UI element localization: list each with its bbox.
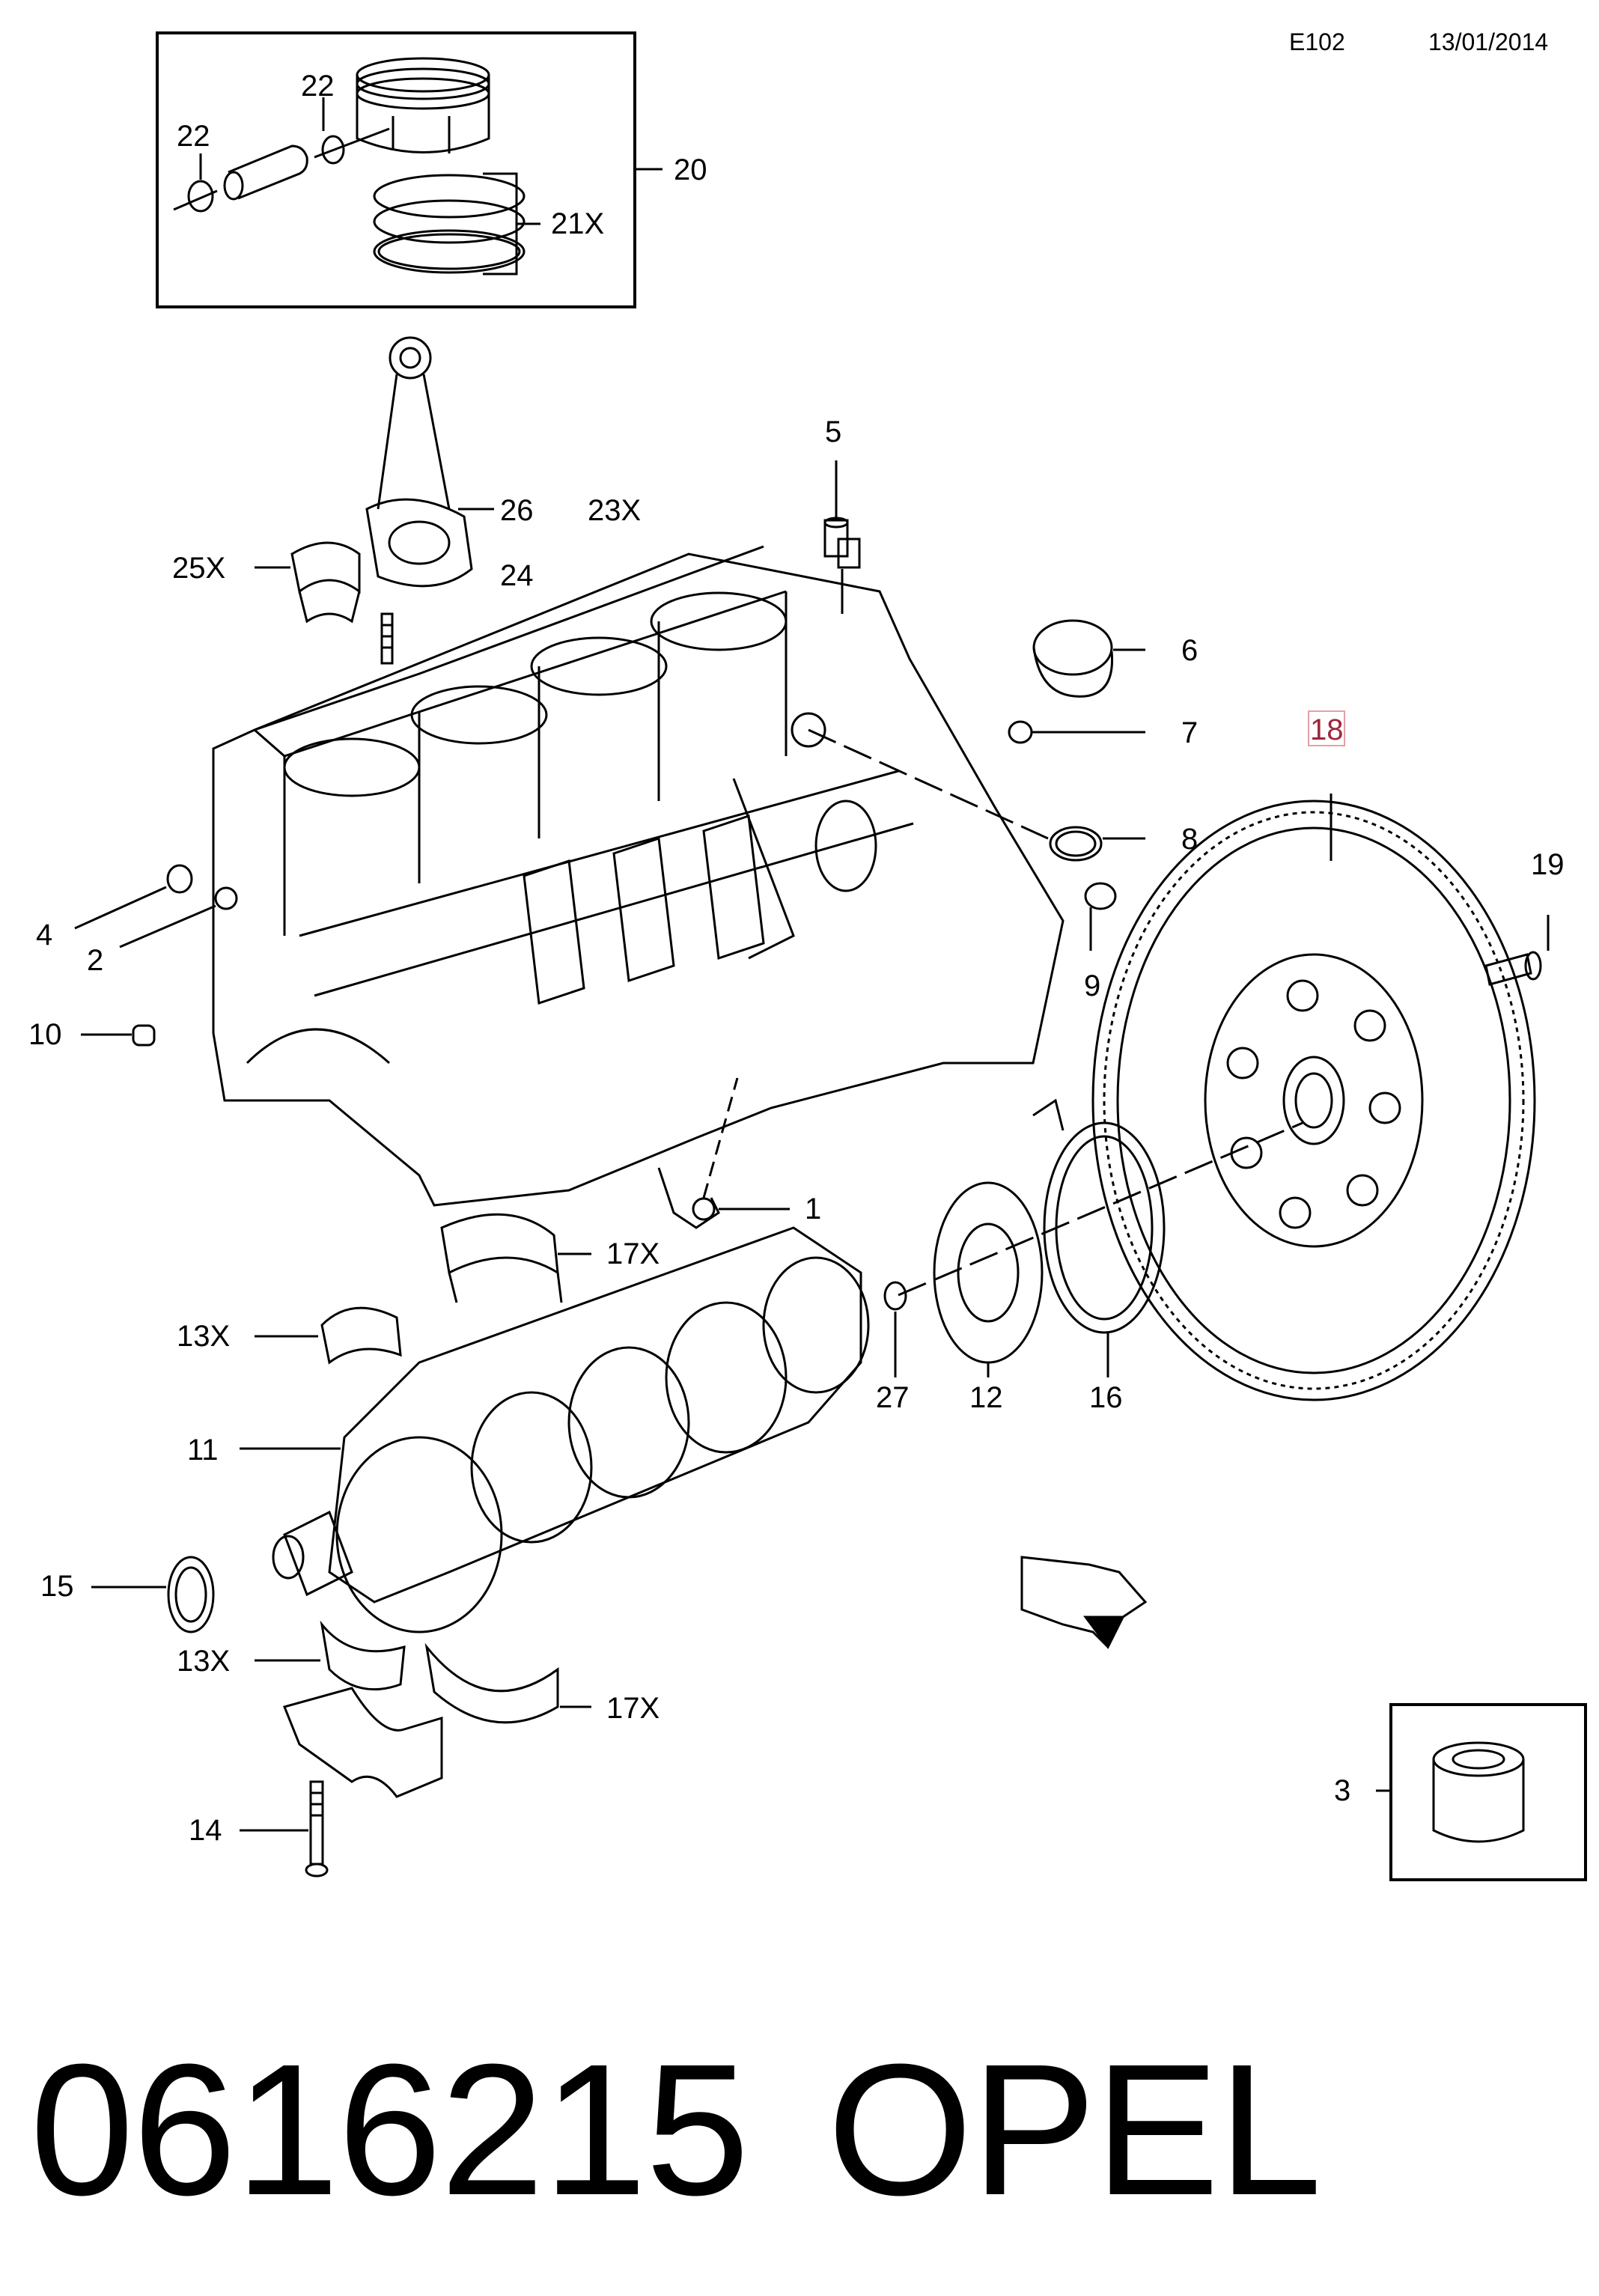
main-bearing-shell-13x-lower[interactable] [255,1620,406,1691]
callout-22-left[interactable]: 22 [177,120,210,153]
seal-27[interactable] [883,1281,907,1377]
main-bearing-shell-lower-17x[interactable] [424,1642,591,1724]
callout-21x[interactable]: 21X [551,207,604,240]
brand-name: OPEL [827,2025,1322,2234]
callout-9[interactable]: 9 [1084,969,1100,1002]
engine-block-illustration[interactable] [212,538,1065,1207]
part-3-box[interactable] [1376,1703,1587,1881]
dowel-10[interactable] [81,1024,156,1047]
callout-22-top[interactable]: 22 [301,70,335,103]
callout-8[interactable]: 8 [1181,823,1198,856]
flywheel-bolt-19[interactable] [1484,915,1550,986]
callout-13x-upper[interactable]: 13X [177,1320,230,1353]
diagram-date: 13/01/2014 [1428,28,1549,55]
callout-26[interactable]: 26 [500,494,534,527]
callout-1[interactable]: 1 [805,1193,821,1225]
callout-13x-lower[interactable]: 13X [177,1645,230,1678]
callout-2[interactable]: 2 [87,944,103,977]
rod-bearing-shell-25x[interactable] [255,541,361,624]
callout-16[interactable]: 16 [1089,1381,1123,1414]
front-direction-arrow-icon [1020,1556,1148,1649]
dowel-pin-5[interactable] [823,460,849,558]
plug-9[interactable] [1084,882,1117,951]
dowel-4[interactable] [74,864,193,930]
main-bearing-shell-upper-17x[interactable] [440,1213,591,1303]
callout-17x-upper[interactable]: 17X [606,1237,660,1270]
callout-19[interactable]: 19 [1531,848,1565,881]
callout-11[interactable]: 11 [187,1434,219,1467]
callout-5[interactable]: 5 [825,415,841,448]
callout-10[interactable]: 10 [28,1018,62,1051]
callout-23x[interactable]: 23X [588,494,641,527]
callout-25x[interactable]: 25X [172,552,225,585]
part-number: 0616215 [30,2025,749,2234]
connecting-rod-illustration[interactable] [365,336,494,665]
dowel-2[interactable] [119,886,238,948]
callout-24[interactable]: 24 [500,559,534,592]
crankshaft-illustration[interactable] [240,1226,870,1633]
callout-20[interactable]: 20 [674,153,707,186]
callout-4[interactable]: 4 [36,919,52,951]
callout-7[interactable]: 7 [1181,716,1198,749]
plug-7[interactable] [1008,720,1145,744]
callout-18-highlight-box [1308,710,1345,746]
callout-6[interactable]: 6 [1181,634,1198,667]
callout-17x-lower[interactable]: 17X [606,1692,660,1725]
callout-3[interactable]: 3 [1334,1774,1350,1807]
callout-12[interactable]: 12 [969,1381,1003,1414]
flywheel-illustration[interactable] [1091,794,1536,1401]
sensor-1[interactable] [657,1077,790,1229]
seal-ring-8[interactable] [808,728,1145,862]
callout-15[interactable]: 15 [40,1570,74,1603]
diagram-code: E102 [1289,28,1345,55]
callout-27[interactable]: 27 [876,1381,910,1414]
piston-kit-illustration[interactable] [156,31,663,308]
callout-14[interactable]: 14 [189,1814,222,1847]
front-oil-seal-15[interactable] [91,1556,215,1633]
cap-bolt-14[interactable] [240,1780,329,1878]
rear-oil-seal-16[interactable] [898,1098,1303,1377]
callout-18[interactable]: 18 [1310,713,1344,746]
reluctor-plate-12[interactable] [933,1181,1044,1377]
main-bearing-shell-13x-upper[interactable] [255,1306,402,1365]
main-bearing-cap[interactable] [282,1687,443,1798]
expansion-plug-6[interactable] [1032,619,1145,698]
